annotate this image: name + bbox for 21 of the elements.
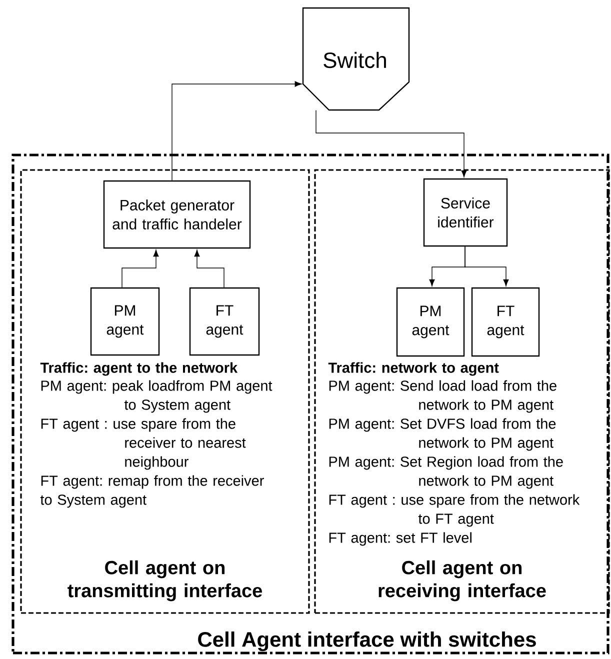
arrow	[172, 81, 302, 181]
note-text: PM agent: Set DVFS load from the network to PM agent	[329, 418, 556, 451]
process-box: Service identifier	[423, 178, 508, 247]
process-box: Packet generator and traffic handeler	[103, 180, 251, 249]
arrow	[464, 246, 509, 286]
arrow	[122, 250, 159, 288]
note-text: PM agent: peak loadfrom PM agent to System agent	[41, 380, 272, 413]
process-box: PM agent	[90, 287, 160, 356]
note-text: PM agent: Set Region load from the network to PM agent	[329, 456, 563, 489]
note-text: FT agent : use spare from the receiver to nearest neighbour	[41, 418, 246, 470]
process-box: FT agent	[471, 287, 540, 357]
process-box: PM agent	[396, 287, 465, 357]
note-text: FT agent: set FT level	[329, 532, 472, 546]
note-text: FT agent : use spare from the network to FT agent	[329, 494, 580, 527]
note-text: PM agent: Send load load from the network to PM agent	[329, 380, 556, 413]
arrow	[194, 250, 224, 288]
note-text: FT agent: remap from the receiver to System agent	[40, 475, 264, 508]
process-box: FT agent	[189, 287, 260, 356]
arrow	[316, 110, 467, 178]
section-heading: Traffic: network to agent	[328, 362, 499, 376]
section-heading: Traffic: agent to the network	[40, 362, 238, 376]
